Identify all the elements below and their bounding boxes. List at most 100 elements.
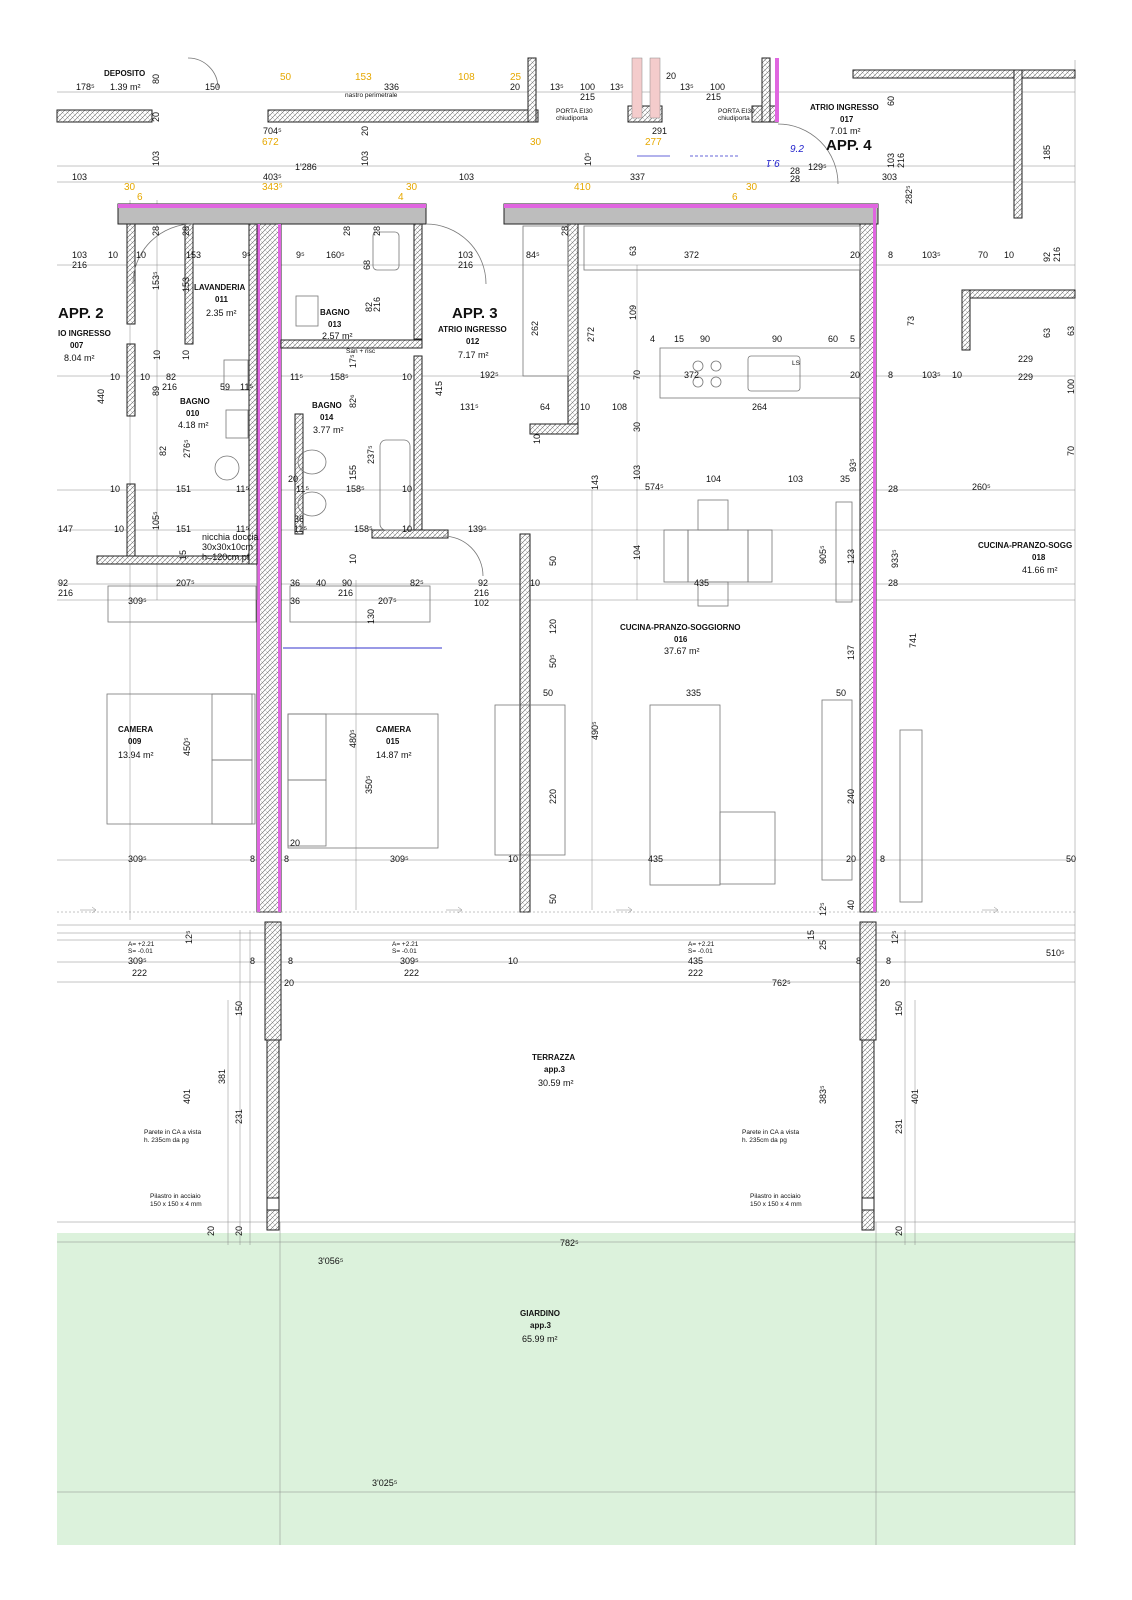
dimension-label: 30 [124,182,136,193]
vertical-dimension-labels: 80 20 20 103 103 10⁵ 60 103 216 282⁵ 185… [96,74,1076,1236]
dimension-label: 109 [628,305,638,320]
note-nicchia-1: nicchia doccia [202,532,259,542]
top-walls [56,57,1076,351]
dimension-label: 150 [205,82,220,92]
note-pilastro-left-1: Pilastro in acciaio [150,1193,201,1200]
dimension-label: 178⁵ [76,82,95,92]
dimension-label: 36 [294,514,304,524]
dimension-label: 143 [590,475,600,490]
dimension-label: 13⁵ [680,82,694,92]
dimension-label: 435 [648,854,663,864]
dimension-label: 20 [846,854,856,864]
dimension-label: 401 [910,1089,920,1104]
dimension-label: 90 [700,334,710,344]
dimension-label: 207⁵ [378,596,397,606]
giardino-name: GIARDINO [520,1309,560,1318]
dimension-label: 20 [894,1226,904,1236]
dimension-label: 93⁵ [848,458,858,472]
dimension-label: 10 [402,524,412,534]
furniture [106,57,923,903]
dimension-label: 20 [850,370,860,380]
dimension-label: 20 [288,474,298,484]
terrazza-code: app.3 [544,1065,565,1074]
dimension-label: 103 [458,250,473,260]
note-parete-right-2: h. 235cm da pg [742,1137,787,1144]
dimension-label: 782⁵ [560,1238,579,1248]
dimension-label: 237⁵ [366,445,376,464]
dimension-label: 50⁵ [548,654,558,668]
dimension-label: 6 [732,192,738,203]
dimension-label: 100 [580,82,595,92]
colored-marks: 50 153 108 25 672 277 30 30 343⁵ 30 410 … [124,72,804,203]
dimension-label: 4 [650,334,655,344]
dimension-label: 20 [290,838,300,848]
dimension-label: 216 [896,153,906,168]
dimension-label: 36 [290,596,300,606]
note-parete-left-2: h. 235cm da pg [144,1137,189,1144]
dimension-label: 8 [886,956,891,966]
dimension-label: 40 [846,900,856,910]
dimension-label: 480⁵ [348,729,358,748]
note-nastro: nastro perimetrale [345,92,398,99]
dimension-label: 9.2 [790,144,804,155]
dimension-label: 20 [850,250,860,260]
dimension-label: 84⁵ [526,250,540,260]
dimension-label: 303 [882,172,897,182]
dimension-label: 82⁶ [348,394,358,408]
dimension-label: 741 [908,633,918,648]
dimension-label: 151 [176,484,191,494]
note-porta-a2: chiudiporta [556,115,588,122]
dimension-label: 20 [360,126,370,136]
terrazza-name: TERRAZZA [532,1053,575,1062]
dimension-label: 8 [856,956,861,966]
direction-arrows [57,906,1075,926]
dimension-label: 276⁵ [182,439,192,458]
dimension-label: 30 [530,137,542,148]
dimension-label: 10 [532,434,542,444]
dimension-label: 103⁵ [922,370,941,380]
room-013-name: BAGNO [320,308,350,317]
dimension-label: 933⁵ [890,549,900,568]
dimension-label: 11⁵ [236,524,249,534]
dimension-label: 216 [338,588,353,598]
dimension-label: 158⁵ [330,372,349,382]
dimension-label: 28 [151,226,161,236]
note-level-s-3: S= -0.01 [688,948,713,955]
dimension-label: 11⁵ [236,484,249,494]
giardino-code: app.3 [530,1321,551,1330]
dimension-label: 153 [186,250,201,260]
note-level-a-3: A= +2.21 [688,941,715,948]
dimension-label: 222 [132,968,147,978]
dimension-label: 103 [72,250,87,260]
dimension-label: 231 [894,1119,904,1134]
dimension-label: 59 [220,382,230,392]
dimension-label: 574⁵ [645,482,664,492]
dimension-label: 82 [166,372,176,382]
dimension-label: 5 [850,334,855,344]
terrazza-area: 30.59 m² [538,1078,574,1088]
dimension-label: 28 [342,226,352,236]
dimension-label: 207⁵ [176,578,195,588]
dimension-label: 490⁵ [590,721,600,740]
dimension-label: 10 [110,484,120,494]
dimension-label: 147 [58,524,73,534]
dimension-label: 150 [894,1001,904,1016]
note-parete-right-1: Parete in CA a vista [742,1129,799,1136]
dimension-label: 10 [402,372,412,382]
dimension-label: 30 [406,182,418,193]
dimension-label: 103 [151,151,161,166]
dimension-label: 70 [978,250,988,260]
dimension-label: 108 [458,72,475,83]
dimension-label: 151 [176,524,191,534]
room-deposito-area: 1.39 m² [110,82,141,92]
dimension-label: 28 [888,578,898,588]
dimension-label: 262 [530,321,540,336]
dimension-label: 102 [474,598,489,608]
dimension-label: 60 [886,96,896,106]
dimension-label: 103 [72,172,87,182]
dimension-label: 240 [846,789,856,804]
dimension-label: 131⁵ [460,402,479,412]
dimension-label: 15 [806,930,816,940]
dimension-label: 92 [1042,252,1052,262]
room-011-name: LAVANDERIA [194,283,245,292]
